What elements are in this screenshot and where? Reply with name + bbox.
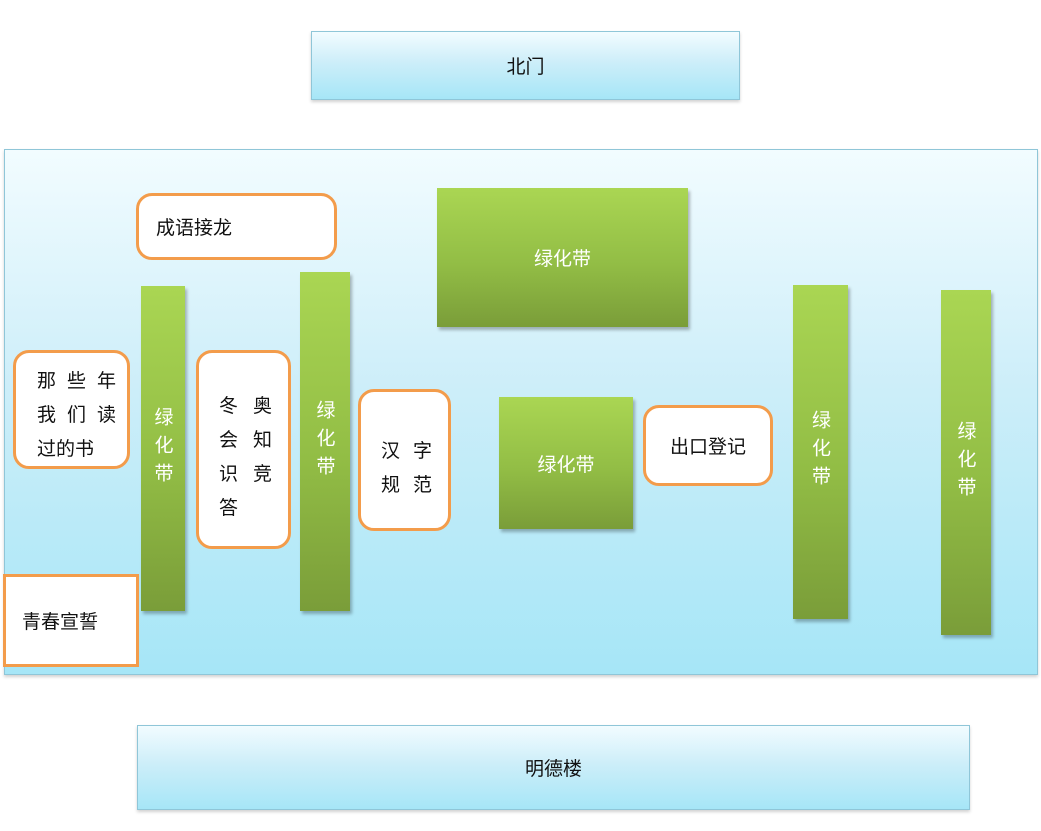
exit-registration-label: 出口登记	[669, 436, 746, 458]
greenbelt-label: 绿化带	[151, 406, 174, 491]
books-text: 那	[37, 370, 57, 392]
youth-oath-label: 青春宣誓	[22, 611, 99, 633]
quiz-text: 识	[219, 463, 239, 485]
quiz-text: 竞	[253, 463, 273, 485]
greenbelt-label: 绿化带	[809, 410, 831, 494]
books-text: 过的书	[37, 438, 95, 460]
mingde-building-label: 明德楼	[524, 758, 582, 780]
greenbelt-2: 绿化带	[300, 272, 350, 611]
winter-olympics-quiz-station: 冬 奥 会 知 识 竞 答	[196, 350, 291, 549]
north-gate-label: 北门	[506, 56, 545, 78]
idiom-chain-label: 成语接龙	[156, 217, 233, 239]
north-gate: 北门	[311, 31, 740, 100]
greenbelt-middle: 绿化带	[499, 397, 633, 529]
youth-oath-station: 青春宣誓	[3, 574, 139, 667]
greenbelt-label: 绿化带	[537, 453, 595, 476]
hanzi-norm-station: 汉 字 规 范	[358, 389, 451, 531]
books-station: 那 些 年 我 们 读 过的书	[13, 350, 130, 469]
quiz-text	[253, 493, 283, 520]
quiz-text: 冬	[219, 395, 239, 417]
books-text: 我	[37, 404, 57, 426]
books-text: 年	[97, 370, 117, 392]
greenbelt-4: 绿化带	[941, 290, 991, 635]
books-text: 们	[67, 404, 87, 426]
hanzi-text: 范	[413, 474, 433, 496]
quiz-text: 答	[219, 497, 239, 519]
books-text: 些	[67, 370, 87, 392]
greenbelt-top: 绿化带	[437, 188, 688, 327]
greenbelt-1: 绿化带	[141, 286, 185, 611]
hanzi-text: 字	[413, 440, 433, 462]
quiz-text: 知	[253, 429, 273, 451]
mingde-building: 明德楼	[137, 725, 970, 810]
greenbelt-label: 绿化带	[954, 420, 977, 505]
greenbelt-3: 绿化带	[793, 285, 848, 619]
quiz-text: 奥	[253, 395, 273, 417]
greenbelt-label: 绿化带	[533, 248, 591, 270]
exit-registration-station: 出口登记	[643, 405, 773, 486]
hanzi-text: 规	[381, 474, 401, 496]
books-text: 读	[97, 404, 117, 426]
hanzi-text: 汉	[381, 440, 401, 462]
quiz-text: 会	[219, 429, 239, 451]
idiom-chain-station: 成语接龙	[136, 193, 337, 260]
greenbelt-label: 绿化带	[313, 399, 336, 484]
